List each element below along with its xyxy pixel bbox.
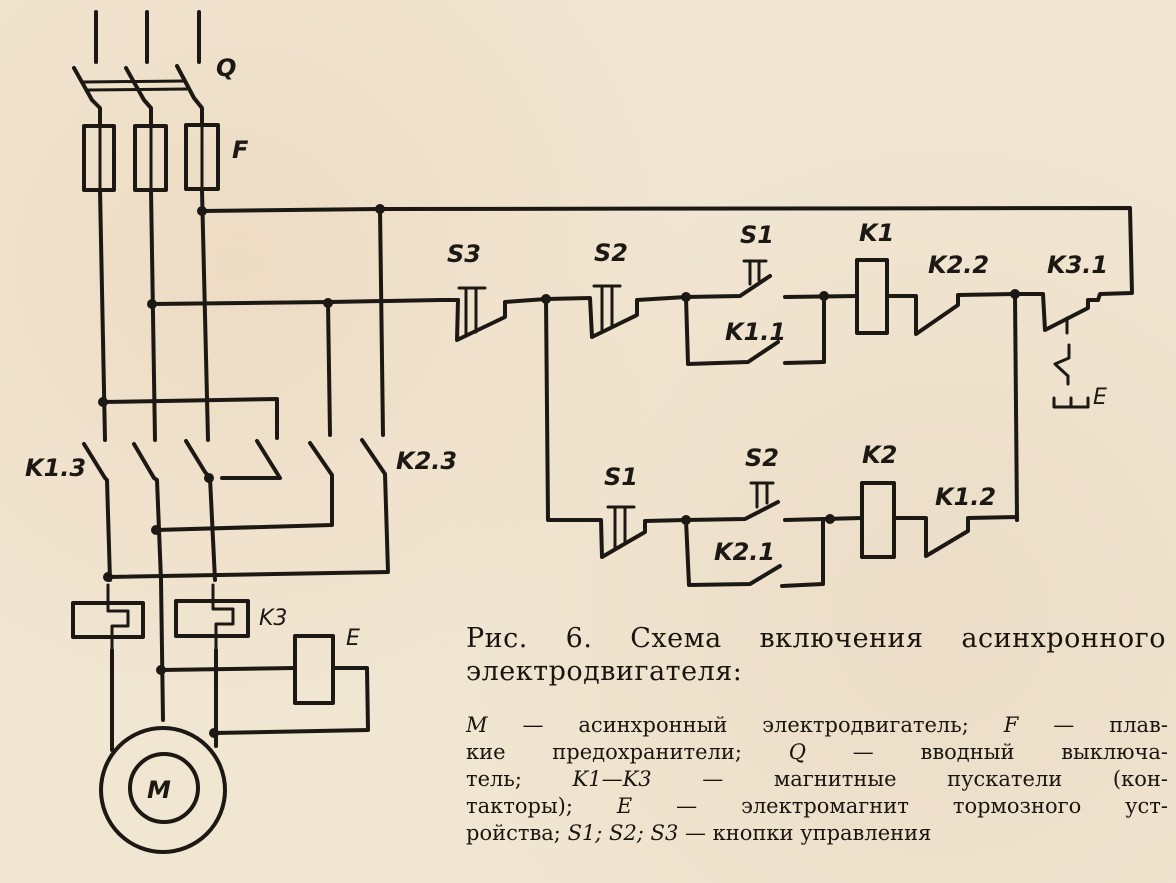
legend-text: — асинхронный электродвигатель; bbox=[487, 713, 1004, 737]
legend-text: ройства; bbox=[466, 821, 568, 845]
label-m: M bbox=[147, 776, 171, 804]
label-s1-top: S1 bbox=[740, 221, 774, 249]
label-k1-2: K1.2 bbox=[935, 483, 996, 511]
legend-symbol: F bbox=[1003, 713, 1019, 737]
legend-text: тель; bbox=[466, 767, 573, 791]
label-s1-bottom: S1 bbox=[604, 463, 638, 491]
legend-line: кие предохранители; Q — вводный выключа- bbox=[466, 739, 1168, 766]
label-q: Q bbox=[216, 54, 236, 82]
control-lower-branch bbox=[544, 297, 1019, 588]
brake-coil-e bbox=[159, 634, 370, 735]
main-contacts bbox=[82, 438, 390, 582]
figure-legend: M — асинхронный электродвигатель; F — пл… bbox=[466, 712, 1168, 847]
legend-text: — кнопки управления bbox=[678, 821, 932, 845]
legend-symbol: K1—K3 bbox=[572, 767, 652, 791]
label-s2-top: S2 bbox=[594, 239, 628, 267]
legend-text: кие предохранители; bbox=[466, 740, 789, 764]
legend-line: ройства; S1; S2; S3 — кнопки управления bbox=[466, 820, 1168, 847]
legend-text: — электромагнит тормозного уст- bbox=[632, 794, 1168, 818]
label-k3: K3 bbox=[259, 606, 287, 631]
legend-line: M — асинхронный электродвигатель; F — пл… bbox=[466, 712, 1168, 739]
legend-symbol: M bbox=[466, 713, 488, 737]
legend-symbol: S1; S2; S3 bbox=[567, 821, 679, 845]
legend-text: — вводный выключа- bbox=[806, 740, 1168, 764]
legend-line: тель; K1—K3 — магнитные пускатели (кон- bbox=[466, 766, 1168, 793]
legend-symbol: E bbox=[616, 794, 633, 818]
label-k2-3: K2.3 bbox=[396, 447, 457, 475]
legend-text: — плав- bbox=[1018, 713, 1168, 737]
label-f: F bbox=[232, 136, 249, 164]
label-k1: K1 bbox=[859, 219, 894, 247]
figure-caption: Рис. 6. Схема включения асинхронного эле… bbox=[466, 622, 1166, 688]
label-k1-1: K1.1 bbox=[725, 318, 786, 346]
label-k1-3: K1.3 bbox=[25, 454, 86, 482]
label-k2-2: K2.2 bbox=[928, 251, 989, 279]
legend-symbol: Q bbox=[788, 740, 806, 764]
label-k3-1: K3.1 bbox=[1047, 251, 1108, 279]
label-e-brake: E bbox=[1093, 385, 1107, 410]
label-s3: S3 bbox=[447, 240, 481, 268]
caption-line-1: Рис. 6. Схема включения асинхронного bbox=[466, 623, 1166, 654]
fuses-f bbox=[82, 122, 220, 194]
input-switch-q bbox=[72, 10, 204, 127]
legend-line: такторы); E — электромагнит тормозного у… bbox=[466, 793, 1168, 820]
control-upper-branch bbox=[455, 258, 1100, 522]
legend-text: — магнитные пускатели (кон- bbox=[651, 767, 1168, 791]
junction-dots bbox=[98, 204, 1020, 738]
label-k2: K2 bbox=[862, 441, 897, 469]
thermal-relay-k3 bbox=[71, 578, 250, 722]
label-e-coil: E bbox=[346, 626, 360, 651]
power-lines bbox=[98, 188, 1134, 442]
legend-text: такторы); bbox=[466, 794, 617, 818]
caption-line-2: электродвигателя: bbox=[466, 656, 743, 687]
label-s2-bottom: S2 bbox=[745, 444, 779, 472]
label-k2-1: K2.1 bbox=[714, 538, 775, 566]
